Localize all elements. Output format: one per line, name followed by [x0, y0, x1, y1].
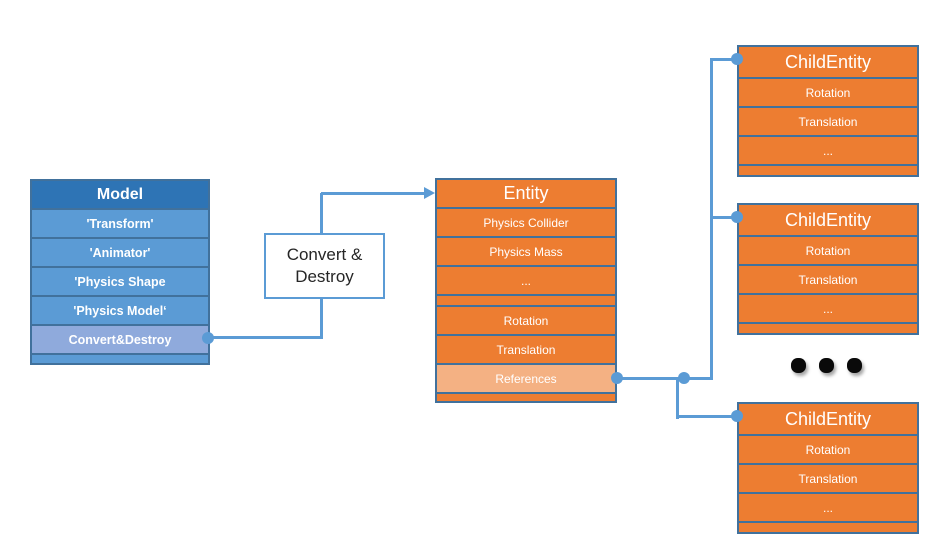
child-entity-row-empty — [739, 164, 917, 175]
connector-line-children-vertical — [710, 58, 713, 380]
ellipsis-dot-icon — [819, 358, 834, 373]
child-entity-row-empty — [739, 521, 917, 532]
model-row-convert-destroy: Convert&Destroy — [32, 324, 208, 353]
connector-line-to-child-2 — [712, 216, 738, 219]
arrow-right-icon — [424, 187, 435, 199]
child-entity-row: ... — [739, 293, 917, 322]
connector-line-references-out — [615, 377, 713, 380]
convert-destroy-label-line1: Convert & — [286, 244, 363, 264]
model-row-empty — [32, 353, 208, 363]
connector-line-to-entity — [321, 192, 424, 195]
child-entity-row: Translation — [739, 463, 917, 492]
child-entity-row-empty — [739, 322, 917, 333]
connector-line-to-child-1 — [712, 58, 738, 61]
child-entity-row: Translation — [739, 264, 917, 293]
entity-box: Entity Physics Collider Physics Mass ...… — [435, 178, 617, 403]
model-row: 'Animator' — [32, 237, 208, 266]
more-children-ellipsis — [791, 358, 862, 373]
child-entity-row: Rotation — [739, 77, 917, 106]
model-row: 'Transform' — [32, 208, 208, 237]
entity-row: Physics Mass — [437, 236, 615, 265]
child-entity-title: ChildEntity — [739, 404, 917, 434]
entity-row: Translation — [437, 334, 615, 363]
child-entity-box-3: ChildEntity Rotation Translation ... — [737, 402, 919, 534]
ellipsis-dot-icon — [791, 358, 806, 373]
entity-row-empty — [437, 294, 615, 305]
model-row: 'Physics Shape — [32, 266, 208, 295]
child-entity-row: Translation — [739, 106, 917, 135]
connector-dot — [731, 53, 743, 65]
connector-dot — [202, 332, 214, 344]
convert-destroy-label-line2: Destroy — [295, 267, 354, 286]
child-entity-row: Rotation — [739, 434, 917, 463]
child-entity-row: ... — [739, 492, 917, 521]
child-entity-box-1: ChildEntity Rotation Translation ... — [737, 45, 919, 177]
connector-line-down-elbow — [676, 377, 679, 419]
connector-dot — [611, 372, 623, 384]
connector-dot — [731, 410, 743, 422]
child-entity-row: ... — [739, 135, 917, 164]
entity-row-empty — [437, 392, 615, 401]
entity-box-title: Entity — [437, 180, 615, 207]
connector-dot — [731, 211, 743, 223]
entity-row: Physics Collider — [437, 207, 615, 236]
child-entity-title: ChildEntity — [739, 47, 917, 77]
connector-dot — [678, 372, 690, 384]
child-entity-box-2: ChildEntity Rotation Translation ... — [737, 203, 919, 335]
child-entity-row: Rotation — [739, 235, 917, 264]
entity-row: ... — [437, 265, 615, 294]
model-box: Model 'Transform' 'Animator' 'Physics Sh… — [30, 179, 210, 365]
model-box-title: Model — [32, 181, 208, 208]
entity-row: Rotation — [437, 305, 615, 334]
connector-line-model-to-elbow — [206, 336, 323, 339]
child-entity-title: ChildEntity — [739, 205, 917, 235]
ellipsis-dot-icon — [847, 358, 862, 373]
entity-row-references: References — [437, 363, 615, 392]
connector-line-to-child-3 — [676, 415, 738, 418]
convert-destroy-box: Convert & Destroy — [264, 233, 385, 299]
model-row: 'Physics Model‘ — [32, 295, 208, 324]
